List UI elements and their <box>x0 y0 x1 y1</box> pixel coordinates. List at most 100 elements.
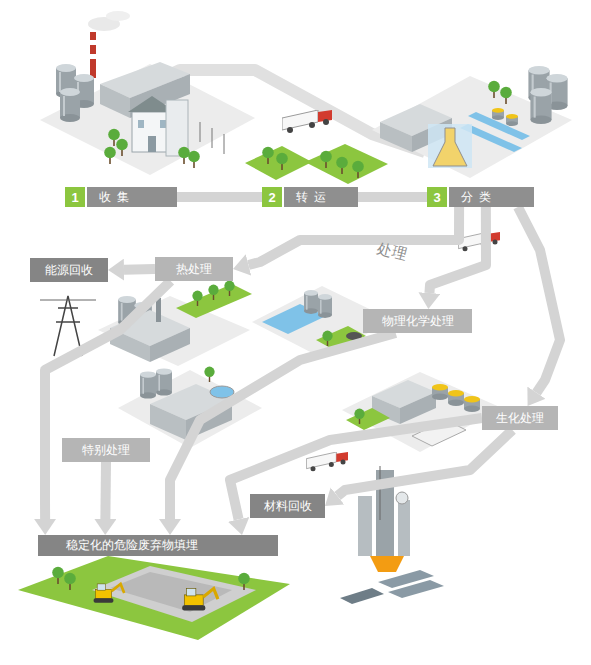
step-number: 1 <box>65 187 85 207</box>
flow-road <box>337 430 512 496</box>
tree <box>224 281 234 296</box>
tree <box>320 151 332 168</box>
grass-patch <box>305 144 388 184</box>
box-label: 热处理 <box>155 257 233 281</box>
tree <box>178 147 190 164</box>
furnace-column <box>358 496 372 556</box>
street-lamp <box>224 134 225 154</box>
tree <box>116 139 128 156</box>
lab-flask <box>433 128 467 166</box>
step-number: 2 <box>262 187 282 207</box>
chimney-stripe <box>90 40 96 45</box>
landfill-ground <box>18 556 290 640</box>
steel-bars <box>388 580 444 598</box>
furnace-column <box>398 500 410 556</box>
tree <box>64 573 76 590</box>
flow-road <box>230 418 482 519</box>
process-box: 能源回收 <box>30 258 108 282</box>
plant-wall <box>150 404 186 440</box>
tree <box>276 153 288 170</box>
barrel <box>492 108 504 120</box>
process-box: 热处理 <box>155 257 233 281</box>
reactor-column <box>140 371 156 398</box>
box-label: 物理化学处理 <box>363 309 472 333</box>
tree <box>208 285 218 300</box>
digester-tank <box>432 384 448 400</box>
step-number: 3 <box>427 187 447 207</box>
storage-tank <box>530 88 551 124</box>
tree <box>192 291 202 306</box>
storage-tank <box>304 290 318 314</box>
box-label: 收集 <box>87 187 177 207</box>
flow-road <box>100 462 111 519</box>
street-lamp <box>212 128 213 148</box>
tanker-truck <box>306 452 348 471</box>
smoke <box>106 11 130 21</box>
step-label: 1收集 <box>65 187 177 207</box>
excavator <box>94 584 125 603</box>
flow-road <box>358 192 427 202</box>
lab-panel <box>428 124 472 168</box>
box-label: 能源回收 <box>30 258 108 282</box>
box-label: 转运 <box>284 187 358 207</box>
storage-tank <box>318 294 332 318</box>
street-lamp <box>200 122 201 142</box>
tree <box>104 147 116 164</box>
process-box: 稳定化的危险废弃物填埋 <box>38 535 278 556</box>
warehouse-wall <box>380 122 412 152</box>
landfill-pit <box>92 566 256 622</box>
plant-wall <box>400 392 436 424</box>
tanker-truck <box>458 232 500 251</box>
grass-patch <box>346 408 390 430</box>
tree <box>238 573 250 590</box>
chimney <box>90 32 96 78</box>
tree <box>500 87 512 104</box>
window <box>138 120 144 128</box>
flow-road <box>248 207 459 265</box>
tree <box>204 367 214 382</box>
flow-road <box>45 281 171 519</box>
digester-tank <box>448 390 464 406</box>
tree <box>52 567 64 584</box>
scaffold <box>380 466 381 520</box>
door <box>148 136 156 152</box>
box-label: 特别处理 <box>62 438 150 462</box>
step-label: 3分类 <box>427 187 534 207</box>
barrel <box>506 114 518 126</box>
flow-road <box>177 192 262 202</box>
window <box>160 120 166 128</box>
excavator <box>182 589 218 611</box>
stack <box>156 298 161 322</box>
tree <box>336 157 348 174</box>
factory-wall <box>100 84 130 118</box>
grass-patch <box>176 284 252 318</box>
pylon-arm <box>56 321 80 323</box>
flow-road <box>124 264 155 275</box>
tanker-truck <box>282 110 332 133</box>
pylon-arm <box>58 307 78 309</box>
process-box: 特别处理 <box>62 438 150 462</box>
box-label: 生化处理 <box>482 406 558 430</box>
tree <box>488 81 500 98</box>
tree <box>262 147 274 164</box>
flow-road <box>518 207 560 393</box>
box-label: 稳定化的危险废弃物填埋 <box>38 535 278 556</box>
tree <box>352 161 364 178</box>
reactor-column <box>156 368 172 395</box>
tree <box>322 331 332 346</box>
step-label: 2转运 <box>262 187 358 207</box>
furnace-dome <box>396 492 408 504</box>
power-line <box>40 300 96 301</box>
tree <box>188 151 200 168</box>
chimney-stripe <box>90 54 96 59</box>
process-box: 生化处理 <box>482 406 558 430</box>
process-box: 材料回收 <box>250 494 325 518</box>
box-label: 分类 <box>449 187 534 207</box>
ground-tile <box>372 76 572 178</box>
plant-wall <box>150 328 190 362</box>
grass-patch <box>245 146 312 180</box>
landfill-layer <box>110 572 232 612</box>
